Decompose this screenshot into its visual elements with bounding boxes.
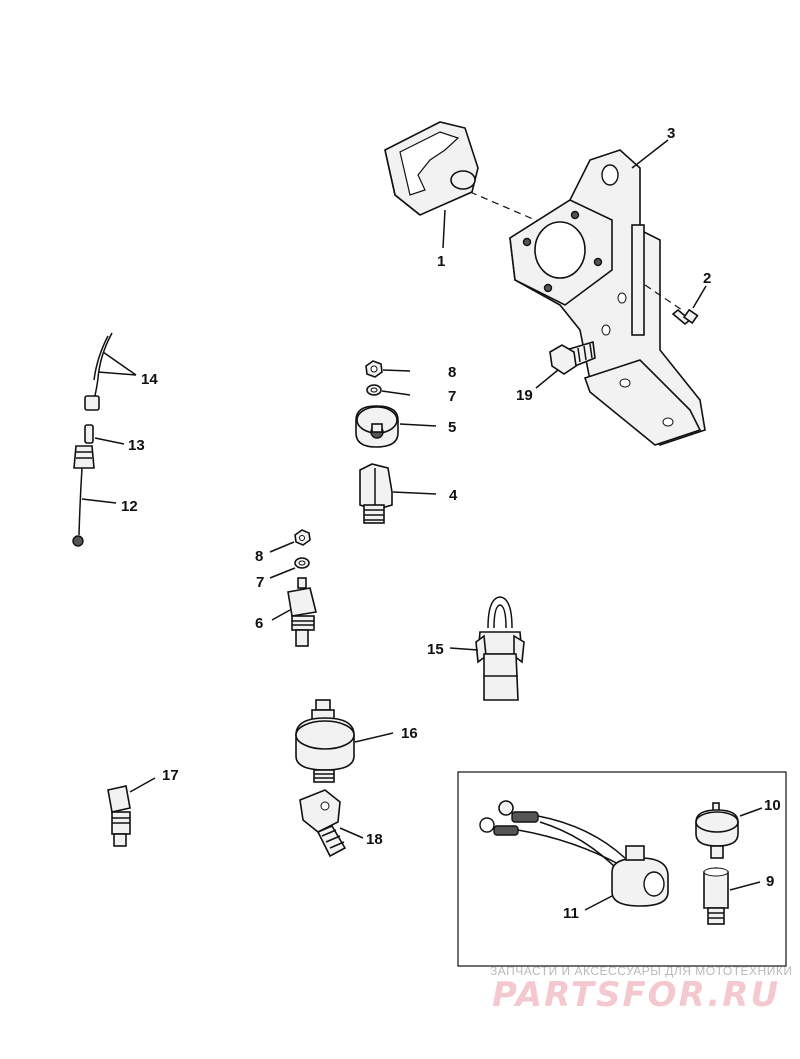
callout-3: 3	[667, 125, 675, 142]
part-13-connector	[73, 424, 95, 469]
callout-19: 19	[516, 387, 533, 404]
part-10-pressure-switch	[695, 802, 739, 859]
leader-2	[692, 285, 707, 309]
leader-7b	[269, 567, 296, 579]
part-1-clamp	[384, 121, 479, 216]
leader-12	[81, 498, 117, 504]
leader-5	[399, 423, 437, 427]
callout-16: 16	[401, 725, 418, 742]
callout-2: 2	[703, 270, 711, 287]
callout-18: 18	[366, 831, 383, 848]
callout-4: 4	[449, 487, 458, 504]
callout-13: 13	[128, 437, 145, 454]
callout-15: 15	[427, 641, 444, 658]
callout-7-top: 7	[448, 388, 456, 405]
part-12-wire	[72, 467, 84, 547]
leader-7a	[381, 390, 411, 396]
watermark-caption: ЗАПЧАСТИ И АКСЕССУАРЫ ДЛЯ МОТОТЕХНИКИ	[490, 964, 792, 978]
part-19-bolt	[549, 340, 596, 375]
part-11-sensor-harness	[479, 800, 669, 907]
callout-1: 1	[437, 253, 445, 270]
leader-8a	[382, 369, 411, 372]
part-3-bracket	[509, 149, 706, 446]
part-8-nut-top	[365, 360, 383, 378]
part-18-fitting	[299, 789, 347, 858]
callout-11: 11	[563, 905, 579, 922]
callout-10: 10	[764, 797, 781, 814]
callout-8-lower: 8	[255, 548, 263, 565]
callout-9: 9	[766, 873, 774, 890]
part-2-screw	[671, 308, 699, 326]
part-16-sensor	[295, 699, 355, 783]
part-7-washer-lower	[294, 557, 310, 569]
leader-16	[354, 732, 394, 743]
leader-4	[392, 491, 437, 495]
part-6-sender	[287, 577, 317, 647]
part-7-washer-top	[366, 384, 382, 396]
part-14-wire-lead	[84, 332, 113, 411]
leader-19	[535, 369, 559, 389]
leader-11	[584, 895, 613, 911]
callout-17: 17	[162, 767, 179, 784]
assembly-dash-line-2	[644, 284, 683, 311]
leader-1	[442, 209, 446, 249]
leader-17	[129, 777, 156, 793]
leader-10	[739, 807, 763, 817]
leader-13	[94, 437, 125, 445]
leader-6	[271, 609, 291, 621]
callout-6: 6	[255, 615, 263, 632]
watermark-logo: PARTSFOR.RU	[492, 975, 780, 1015]
leader-14b	[97, 371, 137, 376]
leader-15	[449, 647, 479, 651]
callout-14: 14	[141, 371, 158, 388]
callout-8-top: 8	[448, 364, 456, 381]
part-17-switch	[107, 785, 131, 847]
assembly-dash-line	[469, 191, 541, 223]
part-9-adapter	[703, 867, 729, 925]
callout-7-lower: 7	[256, 574, 264, 591]
leader-8b	[269, 541, 295, 553]
callout-12: 12	[121, 498, 138, 515]
part-4-adapter	[359, 463, 393, 524]
leader-18	[339, 827, 364, 839]
part-5-sender	[355, 405, 399, 448]
leader-14a	[102, 351, 137, 376]
leader-3	[631, 139, 669, 169]
part-15-plug	[475, 596, 525, 701]
leader-9	[729, 881, 761, 891]
part-8-nut-lower	[294, 529, 311, 546]
callout-5: 5	[448, 419, 456, 436]
kit-inset-frame	[457, 771, 787, 967]
